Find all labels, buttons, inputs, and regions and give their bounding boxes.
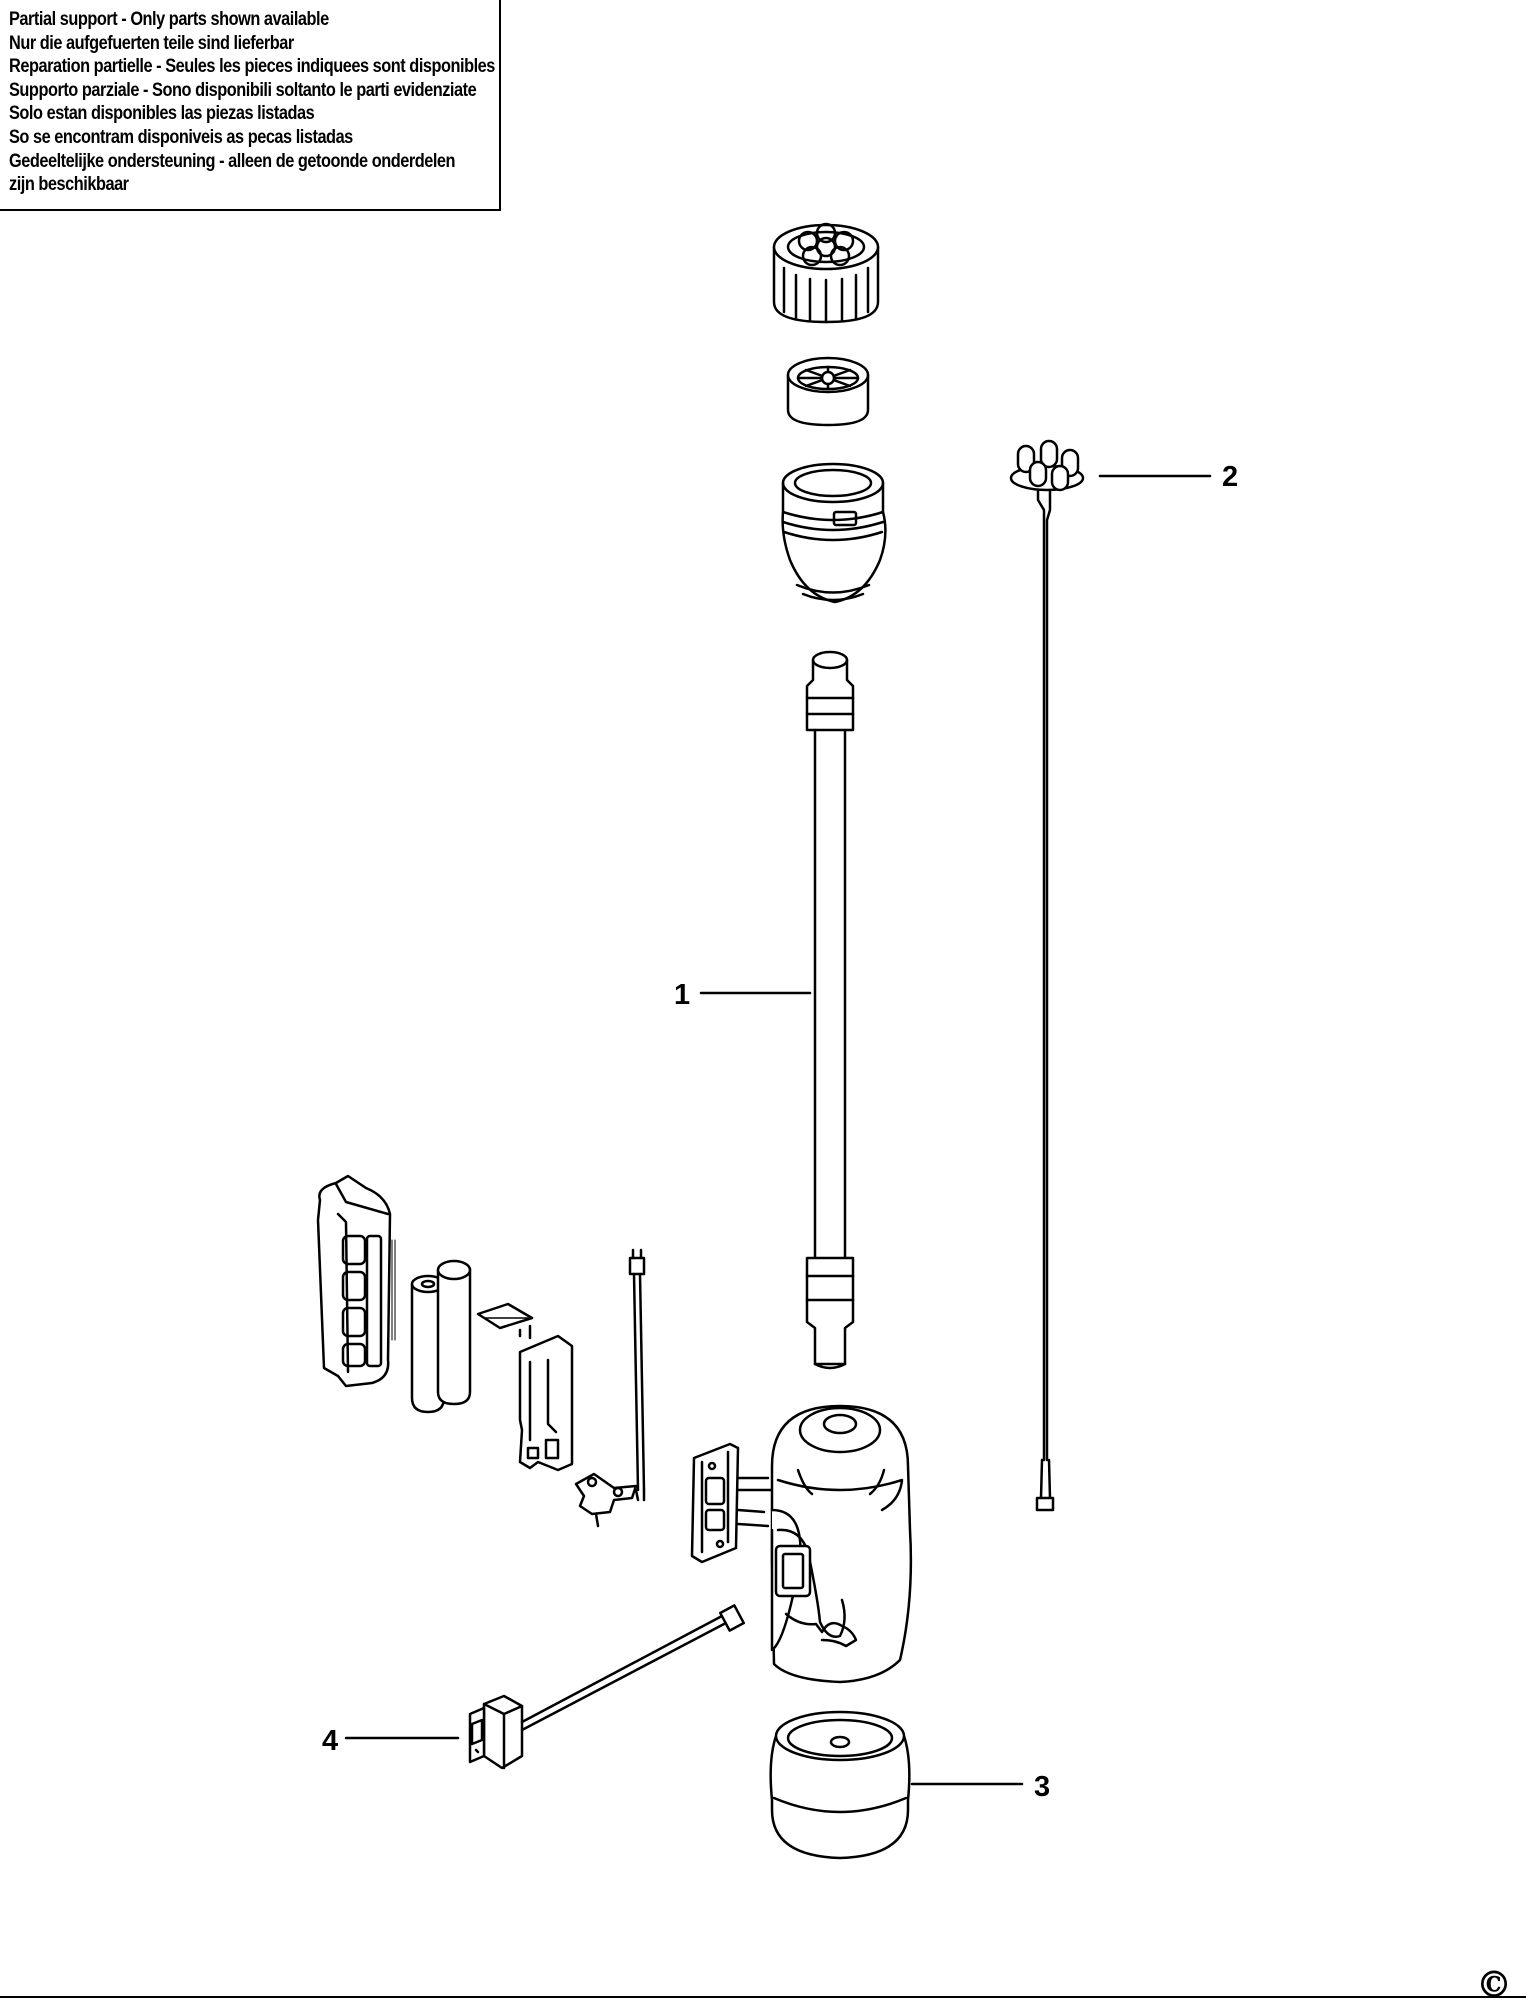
- callout-4: 4: [322, 1725, 338, 1757]
- circuit-board-part: [476, 1302, 574, 1472]
- notice-line: Partial support - Only parts shown avail…: [9, 9, 329, 30]
- notice-line: Nur die aufgefuerten teile sind lieferba…: [9, 32, 294, 54]
- battery-cover-part: [316, 1174, 396, 1388]
- led-cluster-part: [1009, 439, 1085, 1512]
- notice-line: Gedeeltelijke ondersteuning - alleen de …: [9, 150, 456, 172]
- notice-line: Reparation partielle - Seules les pieces…: [9, 56, 495, 78]
- callout-1: 1: [674, 979, 690, 1011]
- callout-2: 2: [1222, 461, 1238, 493]
- notice-line: zijn beschikbaar: [9, 174, 129, 196]
- notice-line: So se encontram disponiveis as pecas lis…: [9, 126, 353, 148]
- switch-bracket-part: [574, 1472, 638, 1528]
- notice-line: Solo estan disponibles las piezas listad…: [9, 103, 315, 125]
- battery-holder-part: [690, 1442, 774, 1564]
- reflector-part: [786, 356, 870, 427]
- callout-3: 3: [1034, 1771, 1050, 1803]
- batteries-part: [410, 1259, 472, 1414]
- base-cap-part: [769, 1710, 911, 1860]
- handle-body-part: [770, 1404, 913, 1684]
- partial-support-notice: Partial support - Only parts shown avail…: [0, 0, 501, 211]
- extension-tube-part: [805, 650, 855, 1370]
- rocker-switch-part: [468, 1604, 746, 1770]
- internal-wire-part: [628, 1248, 646, 1502]
- head-housing-part: [781, 462, 887, 604]
- lens-cap-part: [772, 222, 880, 324]
- bottom-divider: [0, 1996, 1526, 1998]
- copyright-symbol: ©: [1476, 1964, 1512, 2006]
- notice-line: Supporto parziale - Sono disponibili sol…: [9, 79, 477, 101]
